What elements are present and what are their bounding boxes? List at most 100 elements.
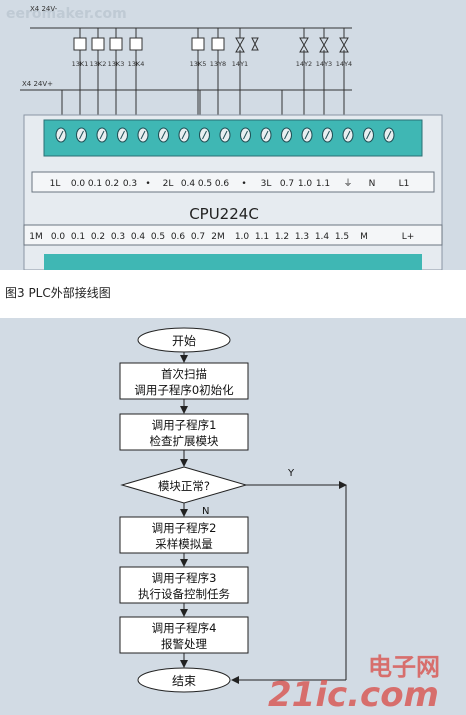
- input-terminal-label-5: 0.4: [131, 232, 146, 242]
- rail-label-top: X4 24V-: [30, 5, 58, 13]
- output-terminal-label-14: 1.1: [316, 179, 330, 189]
- relay-coil-3: [129, 37, 143, 51]
- program-flowchart: 开始 首次扫描 调用子程序0初始化 调用子程序1 检查扩展模块 模块正常? Y …: [0, 318, 466, 715]
- input-label-row: [23, 224, 443, 246]
- decision-label: 模块正常?: [158, 479, 210, 493]
- output-terminal-label-0: 1L: [50, 179, 61, 189]
- input-terminal-label-4: 0.3: [111, 232, 125, 242]
- output-terminal-label-5: •: [145, 179, 150, 189]
- terminal-slot-0: [58, 130, 64, 140]
- step-check-line1: 调用子程序1: [152, 418, 217, 432]
- bottom-watermark: 21ic.com: [268, 675, 439, 715]
- output-terminal-label-4: 0.3: [123, 179, 137, 189]
- step-check-modules: [119, 413, 249, 451]
- terminal-slot-10: [263, 130, 269, 140]
- input-terminal-label-14: 1.4: [315, 232, 330, 242]
- step-alarm-line1: 调用子程序4: [152, 621, 217, 635]
- input-terminal-label-2: 0.1: [71, 232, 85, 242]
- input-terminal-label-7: 0.6: [171, 232, 186, 242]
- output-terminal-label-8: 0.5: [198, 179, 212, 189]
- valve-symbol-r0: [299, 37, 309, 53]
- yes-label: Y: [287, 468, 295, 479]
- terminal-slot-6: [181, 130, 187, 140]
- terminal-slot-11: [284, 130, 289, 140]
- rail-label-mid: X4 24V+: [22, 80, 53, 88]
- coil-label-14Y4: 14Y4: [336, 60, 352, 68]
- output-terminal-label-9: 0.6: [215, 179, 230, 189]
- coil-label-13K5: 13K5: [190, 60, 207, 68]
- coil-label-13K4: 13K4: [128, 60, 145, 68]
- relay-coil-m0: [191, 37, 205, 51]
- top-watermark: eeromaker.com: [6, 6, 127, 22]
- relay-coil-0: [73, 37, 87, 51]
- output-terminal-label-13: 1.0: [298, 179, 313, 189]
- terminal-slot-2: [99, 130, 105, 140]
- coil-label-13Y8: 13Y8: [210, 60, 226, 68]
- terminal-slot-14: [345, 130, 351, 140]
- input-terminal-label-3: 0.2: [91, 232, 105, 242]
- step-control: [119, 566, 249, 604]
- coil-label-13K3: 13K3: [108, 60, 125, 68]
- terminal-slot-13: [325, 130, 330, 140]
- terminal-slot-15: [366, 130, 371, 140]
- coil-label-13K2: 13K2: [90, 60, 107, 68]
- cpu-model-label: CPU224C: [189, 205, 259, 223]
- input-terminal-label-1: 0.0: [51, 232, 66, 242]
- coil-label-14Y3: 14Y3: [316, 60, 332, 68]
- output-terminal-label-3: 0.2: [105, 179, 119, 189]
- input-terminal-label-6: 0.5: [151, 232, 165, 242]
- terminal-slot-7: [202, 130, 207, 140]
- input-terminal-label-8: 0.7: [191, 232, 205, 242]
- step-alarm: [119, 616, 249, 654]
- input-terminal-label-9: 2M: [211, 232, 225, 242]
- valve-symbol-r1: [319, 37, 329, 53]
- terminal-slot-3: [120, 130, 125, 140]
- step-sample-line2: 采样模拟量: [155, 537, 213, 551]
- caption-band: [0, 270, 466, 314]
- output-label-row: [31, 171, 435, 193]
- step-control-line2: 执行设备控制任务: [138, 587, 230, 601]
- input-terminal-label-0: 1M: [29, 232, 43, 242]
- input-terminal-label-10: 1.0: [235, 232, 250, 242]
- step-sample-line1: 调用子程序2: [152, 521, 217, 535]
- relay-coil-m1: [211, 37, 225, 51]
- terminal-group: [55, 127, 395, 143]
- input-labels: 1M 0.0 0.1 0.2 0.3 0.4 0.5 0.6 0.7 2M 1.0 1.1 1.2 1.3…: [29, 232, 414, 242]
- output-terminal-label-16: N: [369, 179, 376, 189]
- start-label: 开始: [172, 334, 196, 348]
- output-terminal-label-2: 0.1: [88, 179, 102, 189]
- step-init-line1: 首次扫描: [161, 367, 207, 381]
- output-terminal-label-1: 0.0: [71, 179, 86, 189]
- output-terminal-label-7: 0.4: [181, 179, 196, 189]
- terminal-slot-4: [140, 130, 146, 140]
- input-terminal-label-12: 1.2: [275, 232, 289, 242]
- step-alarm-line2: 报警处理: [161, 637, 207, 651]
- terminal-slot-8: [222, 130, 228, 140]
- step-control-line1: 调用子程序3: [152, 571, 217, 585]
- step-sample: [119, 516, 249, 554]
- bottom-watermark-cn: 电子网: [368, 653, 440, 681]
- relay-coil-1: [91, 37, 105, 51]
- valve-symbol-extra: [251, 37, 259, 51]
- end-terminator: [137, 667, 231, 693]
- input-terminal-label-11: 1.1: [255, 232, 269, 242]
- terminal-slot-9: [243, 130, 248, 140]
- valve-symbol-r2: [339, 37, 349, 53]
- output-terminal-label-17: L1: [399, 179, 410, 189]
- valve-symbol-m2: [235, 37, 245, 53]
- end-label: 结束: [172, 674, 196, 688]
- coil-label-14Y1: 14Y1: [232, 60, 248, 68]
- input-terminal-label-13: 1.3: [295, 232, 309, 242]
- terminal-slot-16: [386, 130, 392, 140]
- input-terminal-label-16: M: [360, 232, 368, 242]
- step-check-line2: 检查扩展模块: [150, 434, 219, 448]
- step-init-line2: 调用子程序0初始化: [134, 383, 234, 397]
- input-terminal-label-17: L+: [402, 232, 415, 242]
- figure-caption: 图3 PLC外部接线图: [5, 286, 111, 300]
- output-terminal-label-12: 0.7: [280, 179, 294, 189]
- terminal-slot-1: [79, 130, 84, 140]
- relay-coil-2: [109, 37, 123, 51]
